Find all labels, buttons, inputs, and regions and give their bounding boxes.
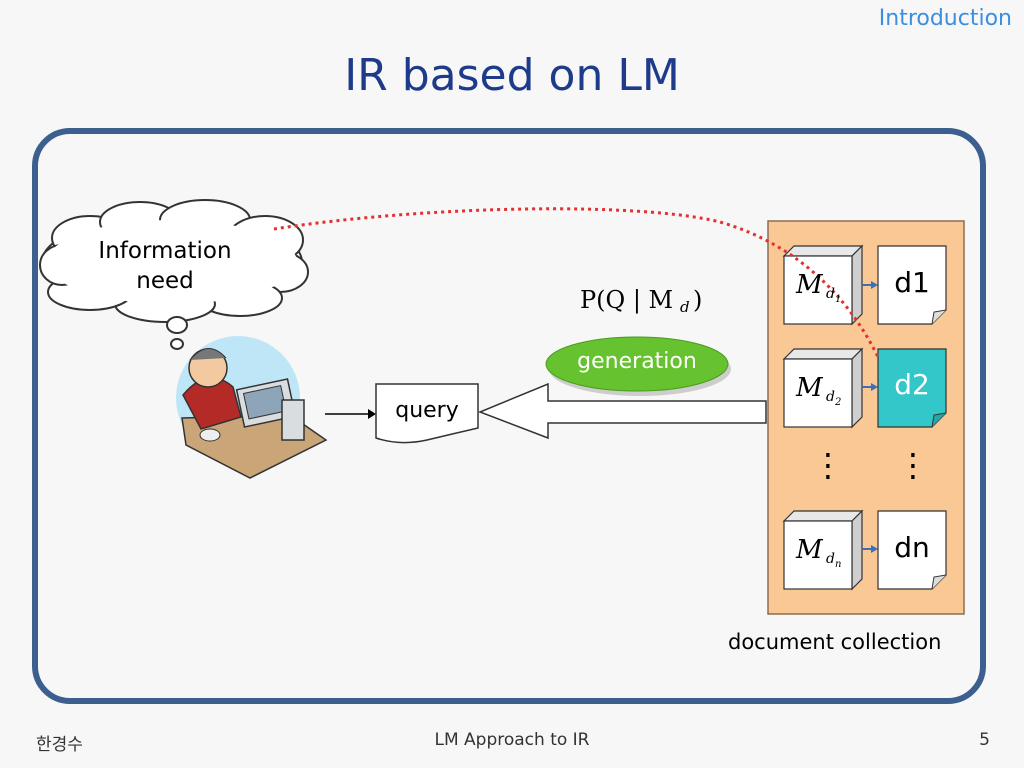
ellipsis-documents: ⋮ — [897, 446, 929, 484]
relevance-link — [273, 207, 880, 358]
slide-title: IR based on LM — [344, 50, 680, 101]
section-label: Introduction — [878, 6, 1012, 31]
query-document — [375, 383, 479, 444]
model-label-d2: M d2 — [796, 373, 842, 408]
footer-subject: LM Approach to IR — [434, 730, 590, 750]
model-cube-n — [782, 509, 864, 591]
thought-bubble-small — [170, 338, 184, 350]
document-label-d2: d2 — [894, 368, 930, 401]
model-cube-1 — [782, 244, 864, 326]
information-need-label: Information need — [98, 238, 232, 294]
document-collection-label: document collection — [728, 630, 942, 654]
generation-label: generation — [577, 349, 697, 374]
user-at-computer-illustration — [176, 336, 328, 479]
model-to-doc-arrows — [862, 281, 878, 553]
model-label-dn: M dn — [796, 535, 842, 570]
formula: P(Q | M d ) — [580, 286, 703, 316]
footer-page-number: 5 — [979, 730, 990, 750]
footer-author: 한경수 — [36, 735, 83, 755]
ellipsis-models: ⋮ — [812, 446, 844, 484]
document-label-dn: dn — [894, 531, 930, 564]
generation-arrow — [477, 382, 767, 440]
generation-oval — [545, 336, 729, 392]
model-label-d1: M d1 — [796, 270, 842, 305]
thought-bubble-large — [166, 316, 188, 334]
diagram-frame — [32, 128, 986, 704]
document-label-d1: d1 — [894, 266, 930, 299]
model-cube-2 — [782, 347, 864, 429]
query-label: query — [395, 398, 459, 423]
